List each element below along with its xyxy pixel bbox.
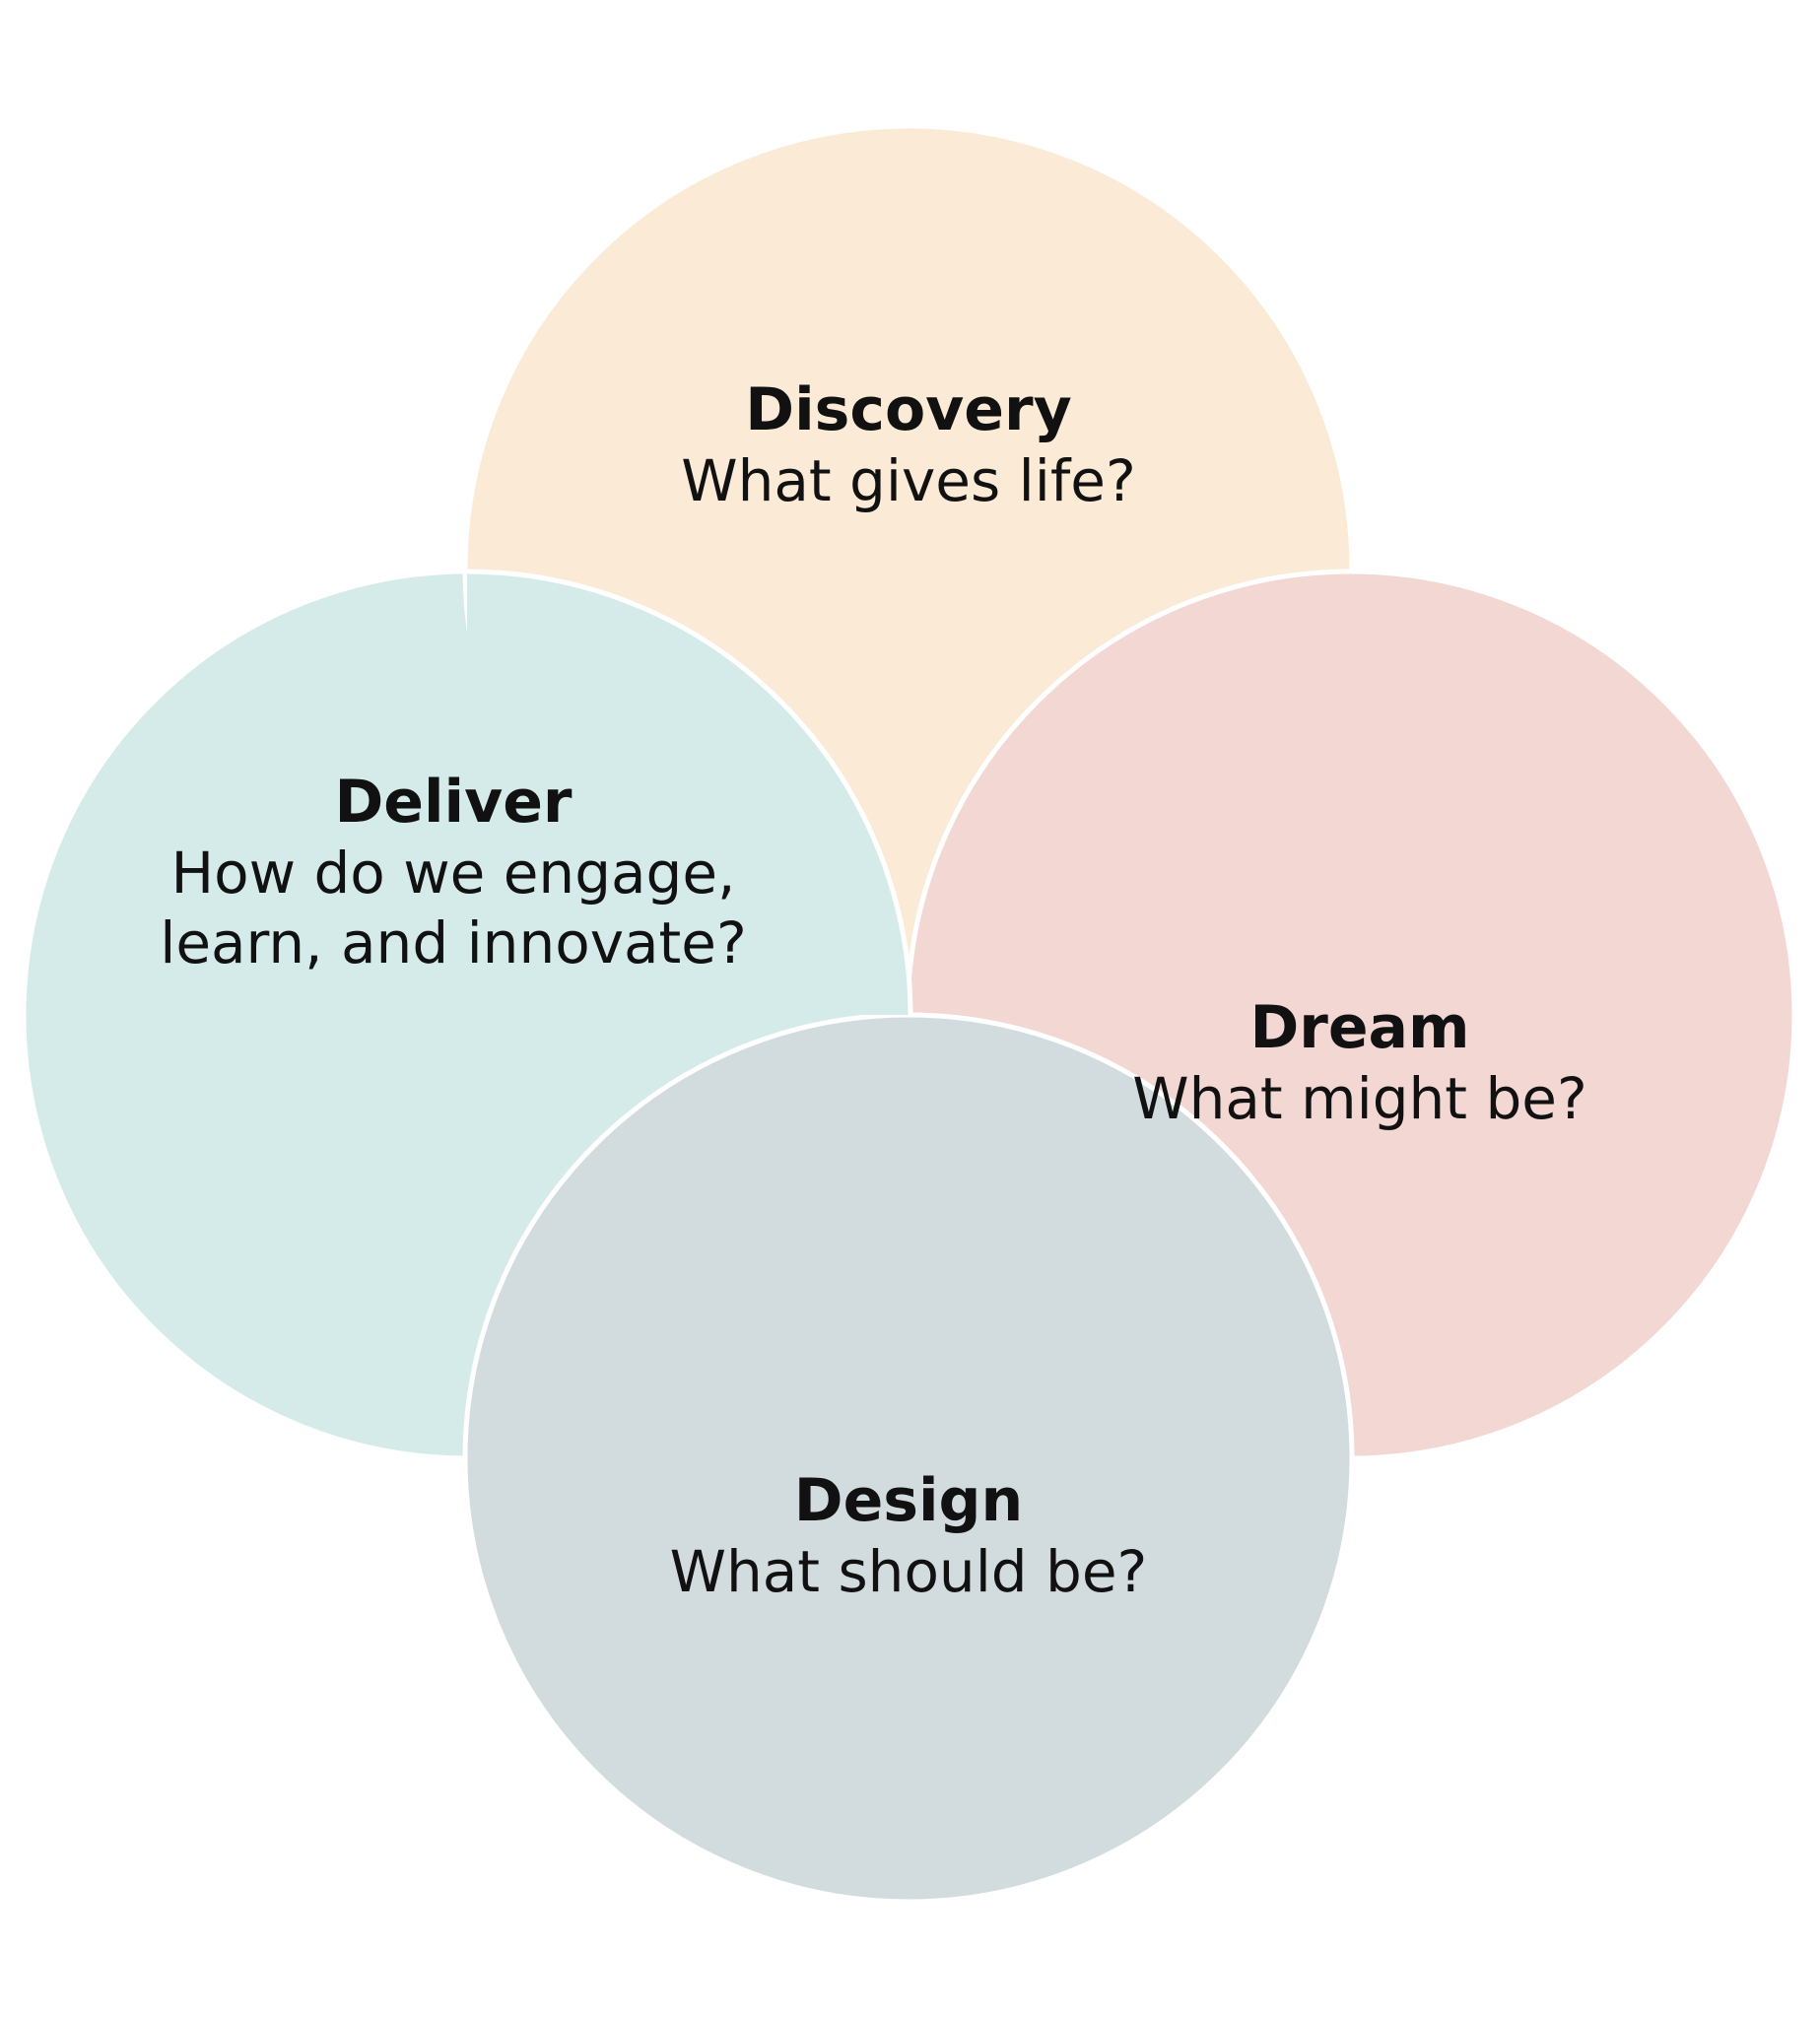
- deliver-overlap-outline: [466, 569, 913, 1016]
- dream-question: What might be?: [1132, 1065, 1587, 1133]
- deliver-question-line-2: learn, and innovate?: [160, 908, 747, 976]
- discovery-question: What gives life?: [681, 447, 1136, 515]
- discovery-title: Discovery: [745, 375, 1072, 444]
- deliver-question-line-1: How do we engage,: [170, 840, 736, 908]
- design-circle: [462, 1012, 1355, 1905]
- dream-label: Dream What might be?: [1015, 992, 1705, 1134]
- design-label: Design What should be?: [549, 1465, 1268, 1607]
- deliver-label: Deliver How do we engage, learn, and inn…: [99, 767, 808, 978]
- deliver-title: Deliver: [334, 768, 573, 837]
- discovery-label: Discovery What gives life?: [564, 374, 1253, 516]
- dream-title: Dream: [1249, 993, 1470, 1062]
- deliver-overlap-segment: [467, 572, 910, 1015]
- design-title: Design: [793, 1466, 1024, 1535]
- design-question: What should be?: [669, 1538, 1148, 1606]
